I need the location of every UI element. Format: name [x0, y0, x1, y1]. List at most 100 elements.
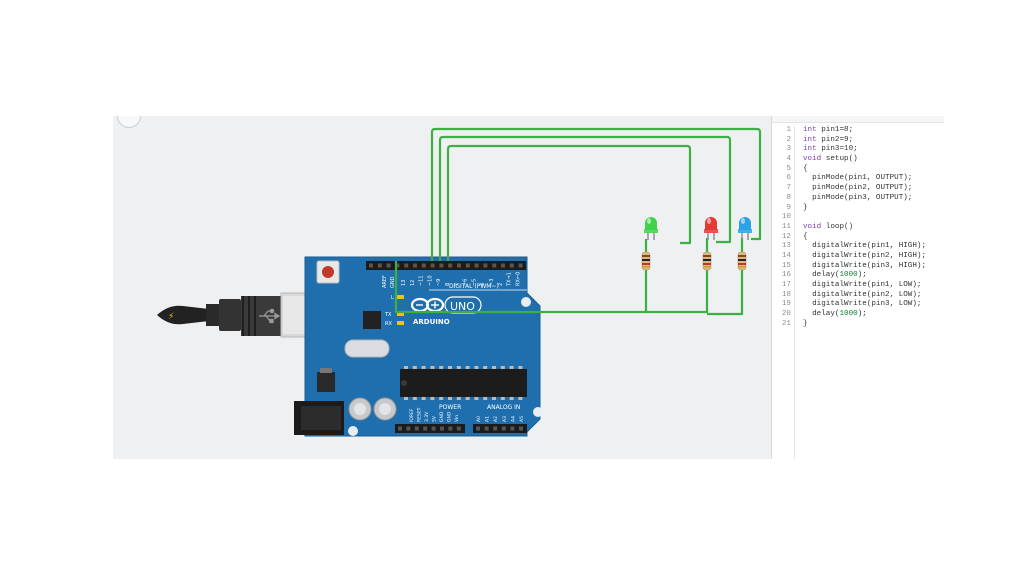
code-token: }: [803, 319, 808, 328]
circuit-workspace[interactable]: ⚡: [113, 116, 944, 459]
code-text: pinMode(pin1, OUTPUT);: [794, 174, 912, 184]
code-line[interactable]: 19 digitalWrite(pin3, LOW);: [772, 300, 944, 310]
header-pin[interactable]: [483, 263, 488, 268]
code-line[interactable]: 18 digitalWrite(pin2, LOW);: [772, 291, 944, 301]
code-line[interactable]: 13 digitalWrite(pin1, HIGH);: [772, 242, 944, 252]
code-line[interactable]: 7 pinMode(pin2, OUTPUT);: [772, 184, 944, 194]
digital-pin-label: ~3: [489, 279, 495, 286]
header-pin[interactable]: [501, 263, 505, 268]
line-number: 13: [781, 242, 791, 251]
code-line[interactable]: 14 digitalWrite(pin2, HIGH);: [772, 252, 944, 262]
code-line[interactable]: 12{: [772, 233, 944, 243]
code-line[interactable]: 6 pinMode(pin1, OUTPUT);: [772, 174, 944, 184]
wire-gnd-bus[interactable]: [394, 261, 648, 314]
header-pin[interactable]: [493, 426, 498, 431]
capacitor: [348, 397, 372, 421]
analog-pin-label: A2: [493, 416, 499, 422]
code-line[interactable]: 16 delay(1000);: [772, 271, 944, 281]
led-green[interactable]: [644, 217, 658, 240]
led-red[interactable]: [704, 217, 718, 240]
header-pin[interactable]: [439, 263, 444, 268]
atmega-chip: [400, 366, 527, 400]
digital-pin-label: ~6: [463, 279, 469, 286]
wires[interactable]: [394, 127, 762, 316]
header-pin[interactable]: [519, 426, 523, 431]
analog-header[interactable]: [473, 424, 527, 433]
wire-pin10-blue-led[interactable]: [430, 127, 762, 261]
resistor-green[interactable]: [641, 251, 651, 271]
code-token: pin1=8;: [816, 126, 854, 134]
header-pin[interactable]: [457, 263, 461, 268]
header-pin[interactable]: [465, 263, 470, 268]
header-pin[interactable]: [377, 263, 382, 268]
line-number: 15: [781, 261, 791, 270]
power-header[interactable]: [395, 424, 465, 433]
code-line[interactable]: 15 digitalWrite(pin3, HIGH);: [772, 262, 944, 272]
uno-logo-text: UNO: [450, 300, 475, 313]
code-line[interactable]: 5{: [772, 165, 944, 175]
header-pin[interactable]: [456, 426, 461, 431]
resistor-red[interactable]: [702, 251, 712, 271]
header-pin[interactable]: [406, 426, 411, 431]
led-blue[interactable]: [738, 217, 752, 240]
code-text: pinMode(pin2, OUTPUT);: [794, 184, 912, 194]
code-line[interactable]: 10: [772, 213, 944, 223]
power-pin-label: RESET: [417, 407, 423, 422]
analog-pin-label: A5: [519, 416, 525, 422]
wire-gnd-blue[interactable]: [707, 268, 744, 316]
header-pin[interactable]: [510, 426, 515, 431]
header-pin[interactable]: [474, 263, 479, 268]
header-pin[interactable]: [423, 426, 428, 431]
code-text: int pin2=9;: [794, 136, 853, 146]
header-pin[interactable]: [501, 426, 506, 431]
mount-hole: [533, 407, 543, 417]
header-pin[interactable]: [448, 426, 453, 431]
header-pin[interactable]: [440, 426, 444, 431]
code-token: digitalWrite(pin2, HIGH);: [803, 251, 927, 260]
wire-gnd-red[interactable]: [646, 269, 709, 314]
header-pin[interactable]: [476, 426, 480, 431]
code-text: }: [794, 320, 808, 330]
header-pin[interactable]: [369, 263, 373, 268]
header-pin[interactable]: [431, 426, 436, 431]
code-text: digitalWrite(pin3, LOW);: [794, 300, 921, 310]
code-line[interactable]: 9}: [772, 204, 944, 214]
header-pin[interactable]: [430, 263, 435, 268]
usb-symbol-icon: [259, 308, 281, 324]
header-pin[interactable]: [518, 263, 523, 268]
header-pin[interactable]: [448, 263, 453, 268]
header-pin[interactable]: [404, 263, 409, 268]
header-pin[interactable]: [421, 263, 426, 268]
header-pin[interactable]: [413, 263, 417, 268]
header-pin[interactable]: [509, 263, 514, 268]
header-pin[interactable]: [386, 263, 391, 268]
code-text: digitalWrite(pin2, HIGH);: [794, 252, 926, 262]
code-line[interactable]: 17 digitalWrite(pin1, LOW);: [772, 281, 944, 291]
line-number: 20: [781, 310, 791, 319]
header-pin[interactable]: [484, 426, 489, 431]
header-pin[interactable]: [398, 426, 402, 431]
header-pin[interactable]: [395, 263, 400, 268]
code-token: 1000: [839, 271, 858, 280]
header-pin[interactable]: [414, 426, 419, 431]
digital-header[interactable]: [366, 261, 526, 270]
wire-pin9-red-led[interactable]: [438, 135, 732, 261]
code-line[interactable]: 8 pinMode(pin3, OUTPUT);: [772, 194, 944, 204]
code-line[interactable]: 20 delay(1000);: [772, 310, 944, 320]
digital-pin-label: 13: [401, 280, 407, 286]
code-line[interactable]: 21}: [772, 320, 944, 330]
wire-pin8-green-led[interactable]: [446, 144, 692, 261]
code-token: loop(): [821, 222, 854, 231]
resistor-blue[interactable]: [737, 251, 747, 271]
header-pin[interactable]: [492, 263, 497, 268]
reset-button[interactable]: [316, 260, 340, 284]
circuit-canvas[interactable]: ⚡: [113, 116, 773, 459]
